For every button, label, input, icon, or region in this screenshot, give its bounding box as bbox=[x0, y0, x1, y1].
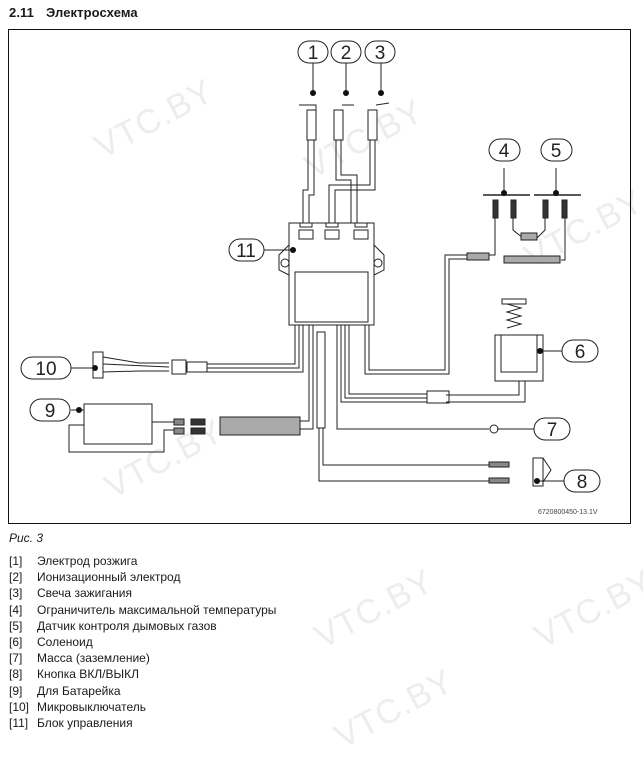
solenoid bbox=[340, 298, 544, 404]
legend-index: [6] bbox=[9, 635, 23, 650]
legend-index: [1] bbox=[9, 554, 23, 568]
legend-label: Масса (заземление) bbox=[37, 651, 150, 666]
legend-index: [7] bbox=[9, 651, 23, 666]
legend-label: Для Батарейка bbox=[37, 683, 121, 698]
legend-item: [5] Датчик контроля дымовых газов bbox=[9, 618, 276, 634]
legend-item: [10] Микровыключатель bbox=[9, 699, 276, 715]
legend-index: [5] bbox=[9, 618, 23, 633]
legend-index: [2] bbox=[9, 570, 23, 585]
legend-label: Электрод розжига bbox=[37, 554, 138, 568]
callout-11-label: 11 bbox=[236, 241, 256, 262]
legend-item: [2] Ионизационный электрод bbox=[9, 569, 276, 585]
ground-terminal bbox=[489, 424, 499, 434]
legend-item: [7] Масса (заземление) bbox=[9, 650, 276, 666]
electrode-wires bbox=[299, 102, 390, 223]
legend-item: [8] Кнопка ВКЛ/ВЫКЛ bbox=[9, 666, 276, 682]
callout-8 bbox=[563, 469, 601, 493]
callout-7 bbox=[533, 417, 571, 441]
callout-10-label: 10 bbox=[35, 359, 56, 380]
legend-label: Свеча зажигания bbox=[37, 586, 132, 601]
watermark: VTC.BY bbox=[528, 562, 643, 657]
callout-11 bbox=[228, 238, 265, 262]
legend-label: Ограничитель максимальной температуры bbox=[37, 602, 277, 617]
microswitch bbox=[92, 325, 304, 379]
control-unit bbox=[278, 222, 385, 326]
callout-2-label: 2 bbox=[341, 43, 352, 64]
wiring-diagram-svg: 1 2 3 4 5 6 7 8 9 10 11 bbox=[20, 40, 601, 493]
legend-index: [9] bbox=[9, 683, 23, 698]
watermark: VTC.BY bbox=[308, 562, 440, 657]
callout-3 bbox=[364, 40, 396, 64]
figure-code: 6720800450-13.1V bbox=[538, 509, 598, 516]
callout-7-label: 7 bbox=[547, 420, 558, 441]
legend-index: [8] bbox=[9, 667, 23, 682]
legend-label: Кнопка ВКЛ/ВЫКЛ bbox=[37, 667, 140, 682]
legend-item: [1] Электрод розжига bbox=[9, 553, 276, 569]
ground-wire bbox=[336, 325, 489, 430]
watermark: VTC.BY bbox=[328, 662, 460, 757]
callout-6 bbox=[561, 339, 599, 363]
callout-6-label: 6 bbox=[575, 342, 586, 363]
section-number: 2.11 bbox=[9, 5, 34, 20]
legend-index: [3] bbox=[9, 586, 23, 601]
legend-label: Датчик контроля дымовых газов bbox=[37, 618, 217, 633]
callout-5-label: 5 bbox=[551, 141, 562, 162]
legend-item: [4] Ограничитель максимальной температуры bbox=[9, 602, 276, 618]
callout-1 bbox=[297, 40, 329, 64]
section-title: 2.11 Электросхема bbox=[9, 5, 138, 20]
callout-8-label: 8 bbox=[577, 472, 588, 493]
legend-list: [1] Электрод розжига [2] Ионизационный эле… bbox=[9, 553, 276, 731]
legend-item: [11] Блок управления bbox=[9, 715, 276, 731]
callout-10 bbox=[20, 356, 72, 380]
callout-3-label: 3 bbox=[375, 43, 386, 64]
legend-index: [11] bbox=[9, 716, 29, 731]
callout-4-label: 4 bbox=[499, 141, 510, 162]
on-off-switch bbox=[316, 331, 552, 487]
callout-2 bbox=[330, 40, 362, 64]
figure-caption: Рис. 3 bbox=[9, 531, 44, 545]
callout-9-label: 9 bbox=[45, 401, 56, 422]
legend-label: Микровыключатель bbox=[37, 699, 146, 714]
callout-1-label: 1 bbox=[308, 43, 319, 64]
legend-label: Соленоид bbox=[37, 635, 93, 650]
legend-label: Ионизационный электрод bbox=[37, 570, 181, 585]
legend-item: [6] Соленоид bbox=[9, 634, 276, 650]
callout-5 bbox=[540, 138, 573, 162]
battery bbox=[68, 325, 314, 453]
legend-item: [3] Свеча зажигания bbox=[9, 585, 276, 601]
legend-index: [4] bbox=[9, 602, 23, 617]
callout-9 bbox=[29, 398, 71, 422]
callout-4 bbox=[488, 138, 521, 162]
section-heading: Электросхема bbox=[46, 5, 138, 20]
legend-item: [9] Для Батарейка bbox=[9, 683, 276, 699]
wiring-diagram: 1 2 3 4 5 6 7 8 9 10 11 bbox=[8, 29, 631, 524]
legend-index: [10] bbox=[9, 699, 30, 714]
temperature-sensors bbox=[364, 168, 581, 375]
legend-label: Блок управления bbox=[37, 716, 133, 731]
